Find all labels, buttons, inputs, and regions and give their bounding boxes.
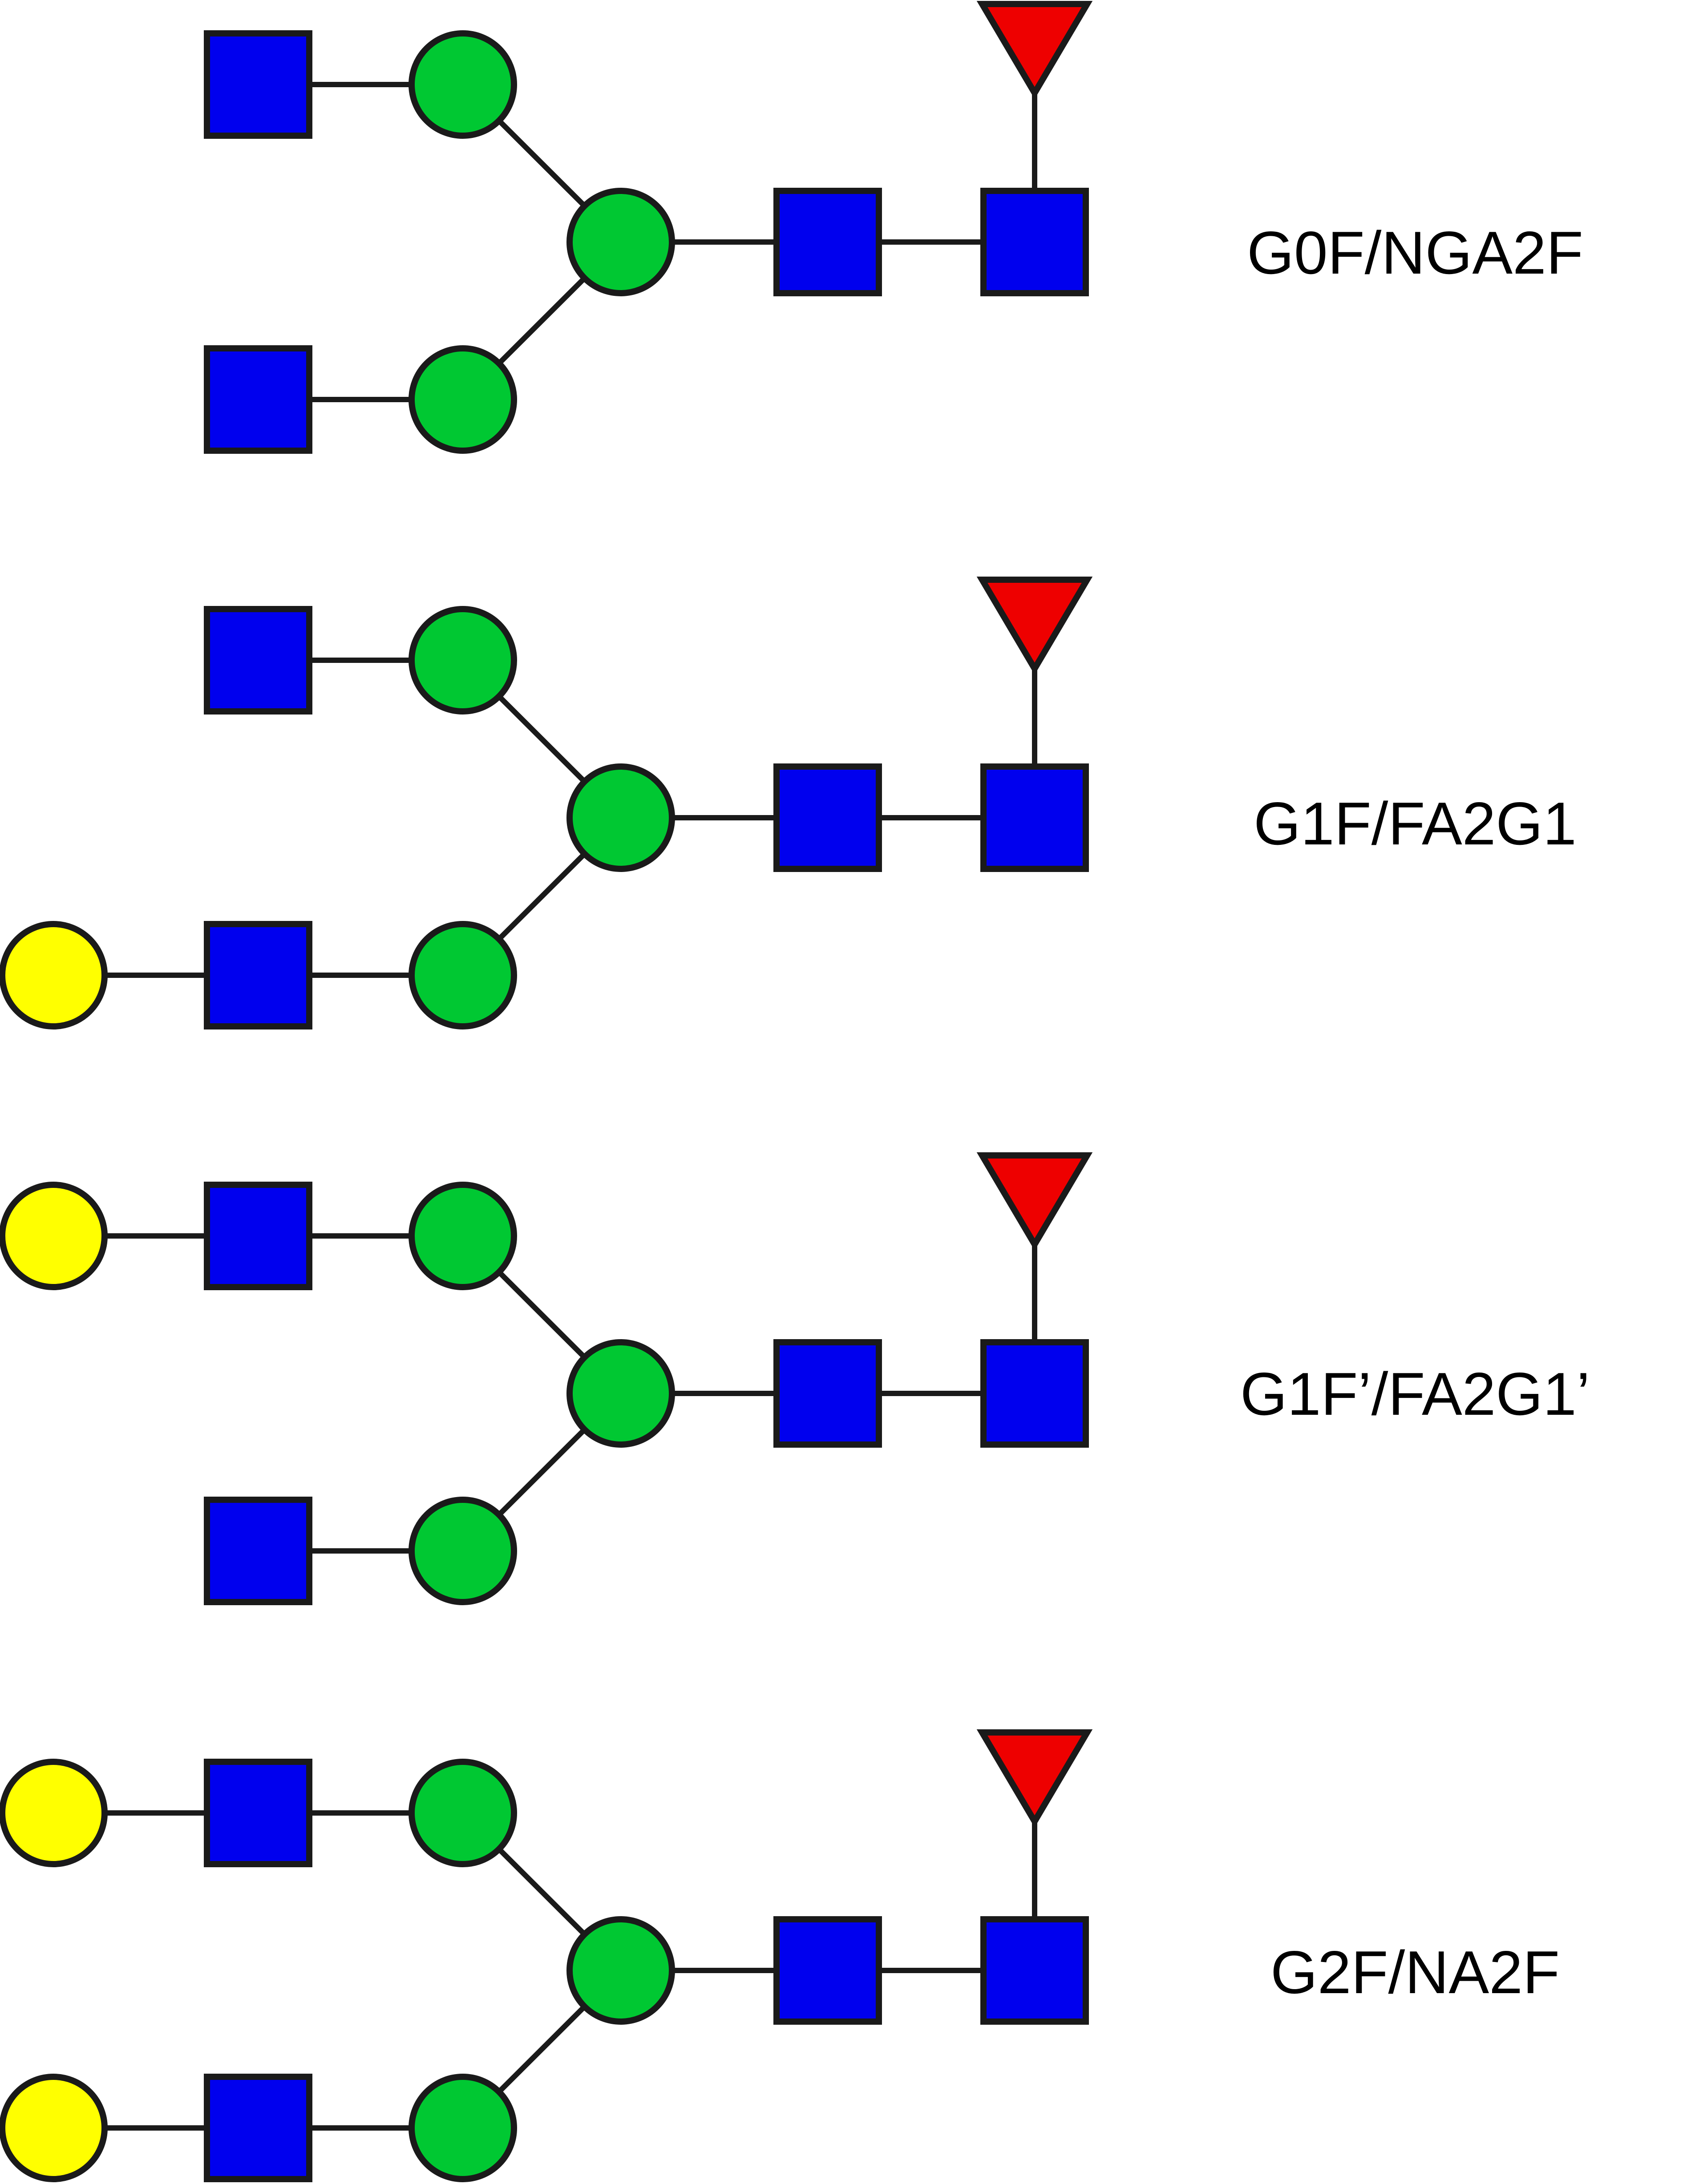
upper-arm-glcnac-square (204, 30, 312, 139)
lower-arm-galactose-circle (0, 2074, 108, 2182)
lower-mannose-circle (409, 1497, 517, 1605)
lower-arm-galactose-circle (0, 921, 108, 1029)
lower-mannose-circle (409, 345, 517, 454)
reducing-end-glcnac-square (980, 763, 1089, 872)
upper-mannose-circle (409, 1182, 517, 1290)
glycan-label-g2f: G2F/NA2F (1270, 1938, 1560, 2006)
glycan-structure-g1f (0, 577, 1093, 1029)
glycan-label-g1f: G1F/FA2G1 (1254, 790, 1577, 857)
core-fucose-triangle (976, 577, 1093, 675)
lower-arm-glcnac-square (204, 345, 312, 454)
glycan-structure-g2f (0, 1729, 1093, 2182)
reducing-end-glcnac-square (980, 1339, 1089, 1448)
core-fucose-triangle (976, 0, 1093, 99)
lower-mannose-circle (409, 921, 517, 1029)
lower-arm-glcnac-square (204, 921, 312, 1029)
glycan-structure-g0f (204, 0, 1093, 454)
upper-arm-galactose-circle (0, 1759, 108, 1867)
glycan-label-g1f-prime: G1F’/FA2G1’ (1240, 1360, 1590, 1428)
upper-arm-glcnac-square (204, 1759, 312, 1867)
core-mannose-circle (566, 188, 675, 296)
core-glcnac-square (773, 763, 882, 872)
reducing-end-glcnac-square (980, 1916, 1089, 2025)
core-mannose-circle (566, 1916, 675, 2025)
upper-arm-glcnac-square (204, 1182, 312, 1290)
upper-mannose-circle (409, 1759, 517, 1867)
lower-mannose-circle (409, 2074, 517, 2182)
lower-arm-glcnac-square (204, 2074, 312, 2182)
upper-mannose-circle (409, 606, 517, 715)
core-glcnac-square (773, 1339, 882, 1448)
lower-arm-glcnac-square (204, 1497, 312, 1605)
core-glcnac-square (773, 1916, 882, 2025)
core-fucose-triangle (976, 1152, 1093, 1251)
core-glcnac-square (773, 188, 882, 296)
core-fucose-triangle (976, 1729, 1093, 1828)
core-mannose-circle (566, 1339, 675, 1448)
upper-arm-glcnac-square (204, 606, 312, 715)
glycan-label-g0f: G0F/NGA2F (1247, 219, 1583, 287)
core-mannose-circle (566, 763, 675, 872)
upper-arm-galactose-circle (0, 1182, 108, 1290)
reducing-end-glcnac-square (980, 188, 1089, 296)
glycan-structure-g1f-prime (0, 1152, 1093, 1605)
upper-mannose-circle (409, 30, 517, 139)
